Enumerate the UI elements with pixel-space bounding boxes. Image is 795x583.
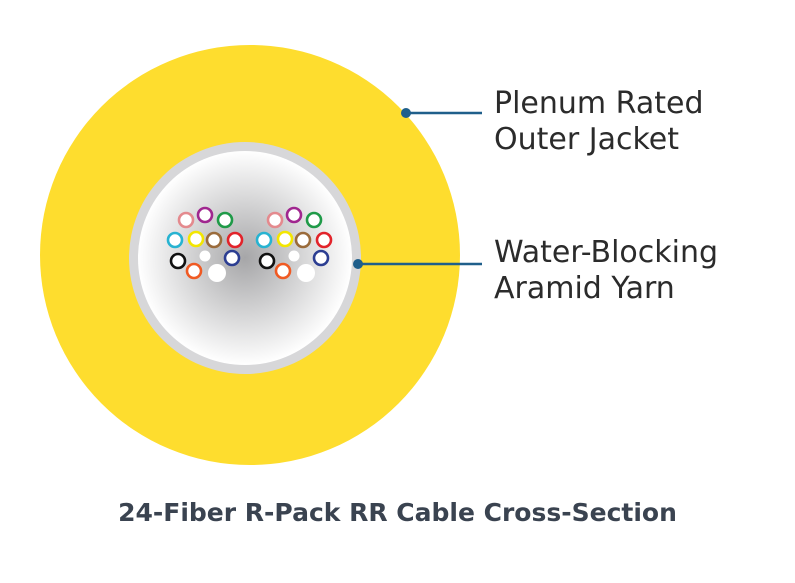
jacket-label-line1: Plenum Rated <box>494 86 704 121</box>
jacket-leader-dot <box>401 108 411 118</box>
yarn-leader-dot <box>353 259 363 269</box>
filler-fiber <box>297 264 315 282</box>
fiber <box>255 231 273 249</box>
filler-fiber <box>288 250 300 262</box>
fiber <box>185 262 203 280</box>
fiber <box>223 249 241 267</box>
yarn-label-line1: Water-Blocking <box>494 235 719 270</box>
filler-fiber <box>199 250 211 262</box>
fiber <box>266 211 284 229</box>
fiber-bundles <box>166 206 333 282</box>
fiber <box>196 206 214 224</box>
fiber <box>305 211 323 229</box>
filler-fiber <box>208 264 226 282</box>
fiber <box>294 231 312 249</box>
fiber <box>216 211 234 229</box>
fiber <box>226 231 244 249</box>
fiber <box>312 249 330 267</box>
fiber <box>274 262 292 280</box>
yarn-label: Water-Blocking Aramid Yarn <box>494 235 718 307</box>
fiber <box>276 230 294 248</box>
jacket-label-line2: Outer Jacket <box>494 122 679 157</box>
fiber <box>285 206 303 224</box>
fiber <box>315 231 333 249</box>
fiber <box>169 252 187 270</box>
jacket-label: Plenum Rated Outer Jacket <box>494 86 704 158</box>
fiber <box>258 252 276 270</box>
group-left <box>166 206 244 282</box>
diagram-caption: 24-Fiber R-Pack RR Cable Cross-Section <box>118 498 677 527</box>
aramid-yarn-core <box>138 151 352 365</box>
group-right <box>255 206 333 282</box>
fiber <box>177 211 195 229</box>
yarn-label-line2: Aramid Yarn <box>494 271 675 306</box>
fiber <box>187 230 205 248</box>
fiber <box>205 231 223 249</box>
fiber <box>166 231 184 249</box>
